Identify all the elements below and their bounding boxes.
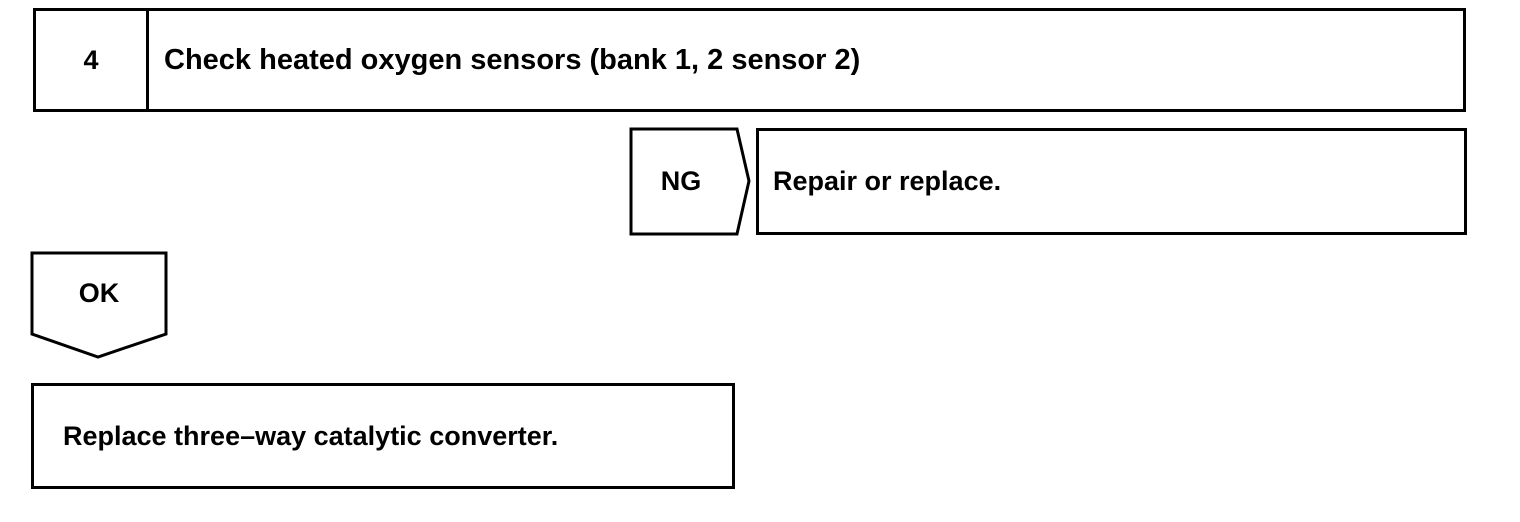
ok-arrow-shape bbox=[30, 251, 168, 359]
ng-label: NG bbox=[660, 166, 702, 196]
ok-label: OK bbox=[78, 277, 120, 308]
ng-result-text: Repair or replace. bbox=[773, 166, 1002, 196]
step-box: 4 Check heated oxygen sensors (bank 1, 2… bbox=[33, 8, 1466, 112]
ok-result-box: Replace three–way catalytic converter. bbox=[31, 383, 735, 489]
ok-result-text: Replace three–way catalytic converter. bbox=[63, 420, 559, 451]
step-number: 4 bbox=[36, 11, 149, 109]
ng-arrow-shape bbox=[629, 127, 751, 236]
step-title: Check heated oxygen sensors (bank 1, 2 s… bbox=[164, 43, 861, 76]
ng-result-box: Repair or replace. bbox=[756, 128, 1467, 235]
